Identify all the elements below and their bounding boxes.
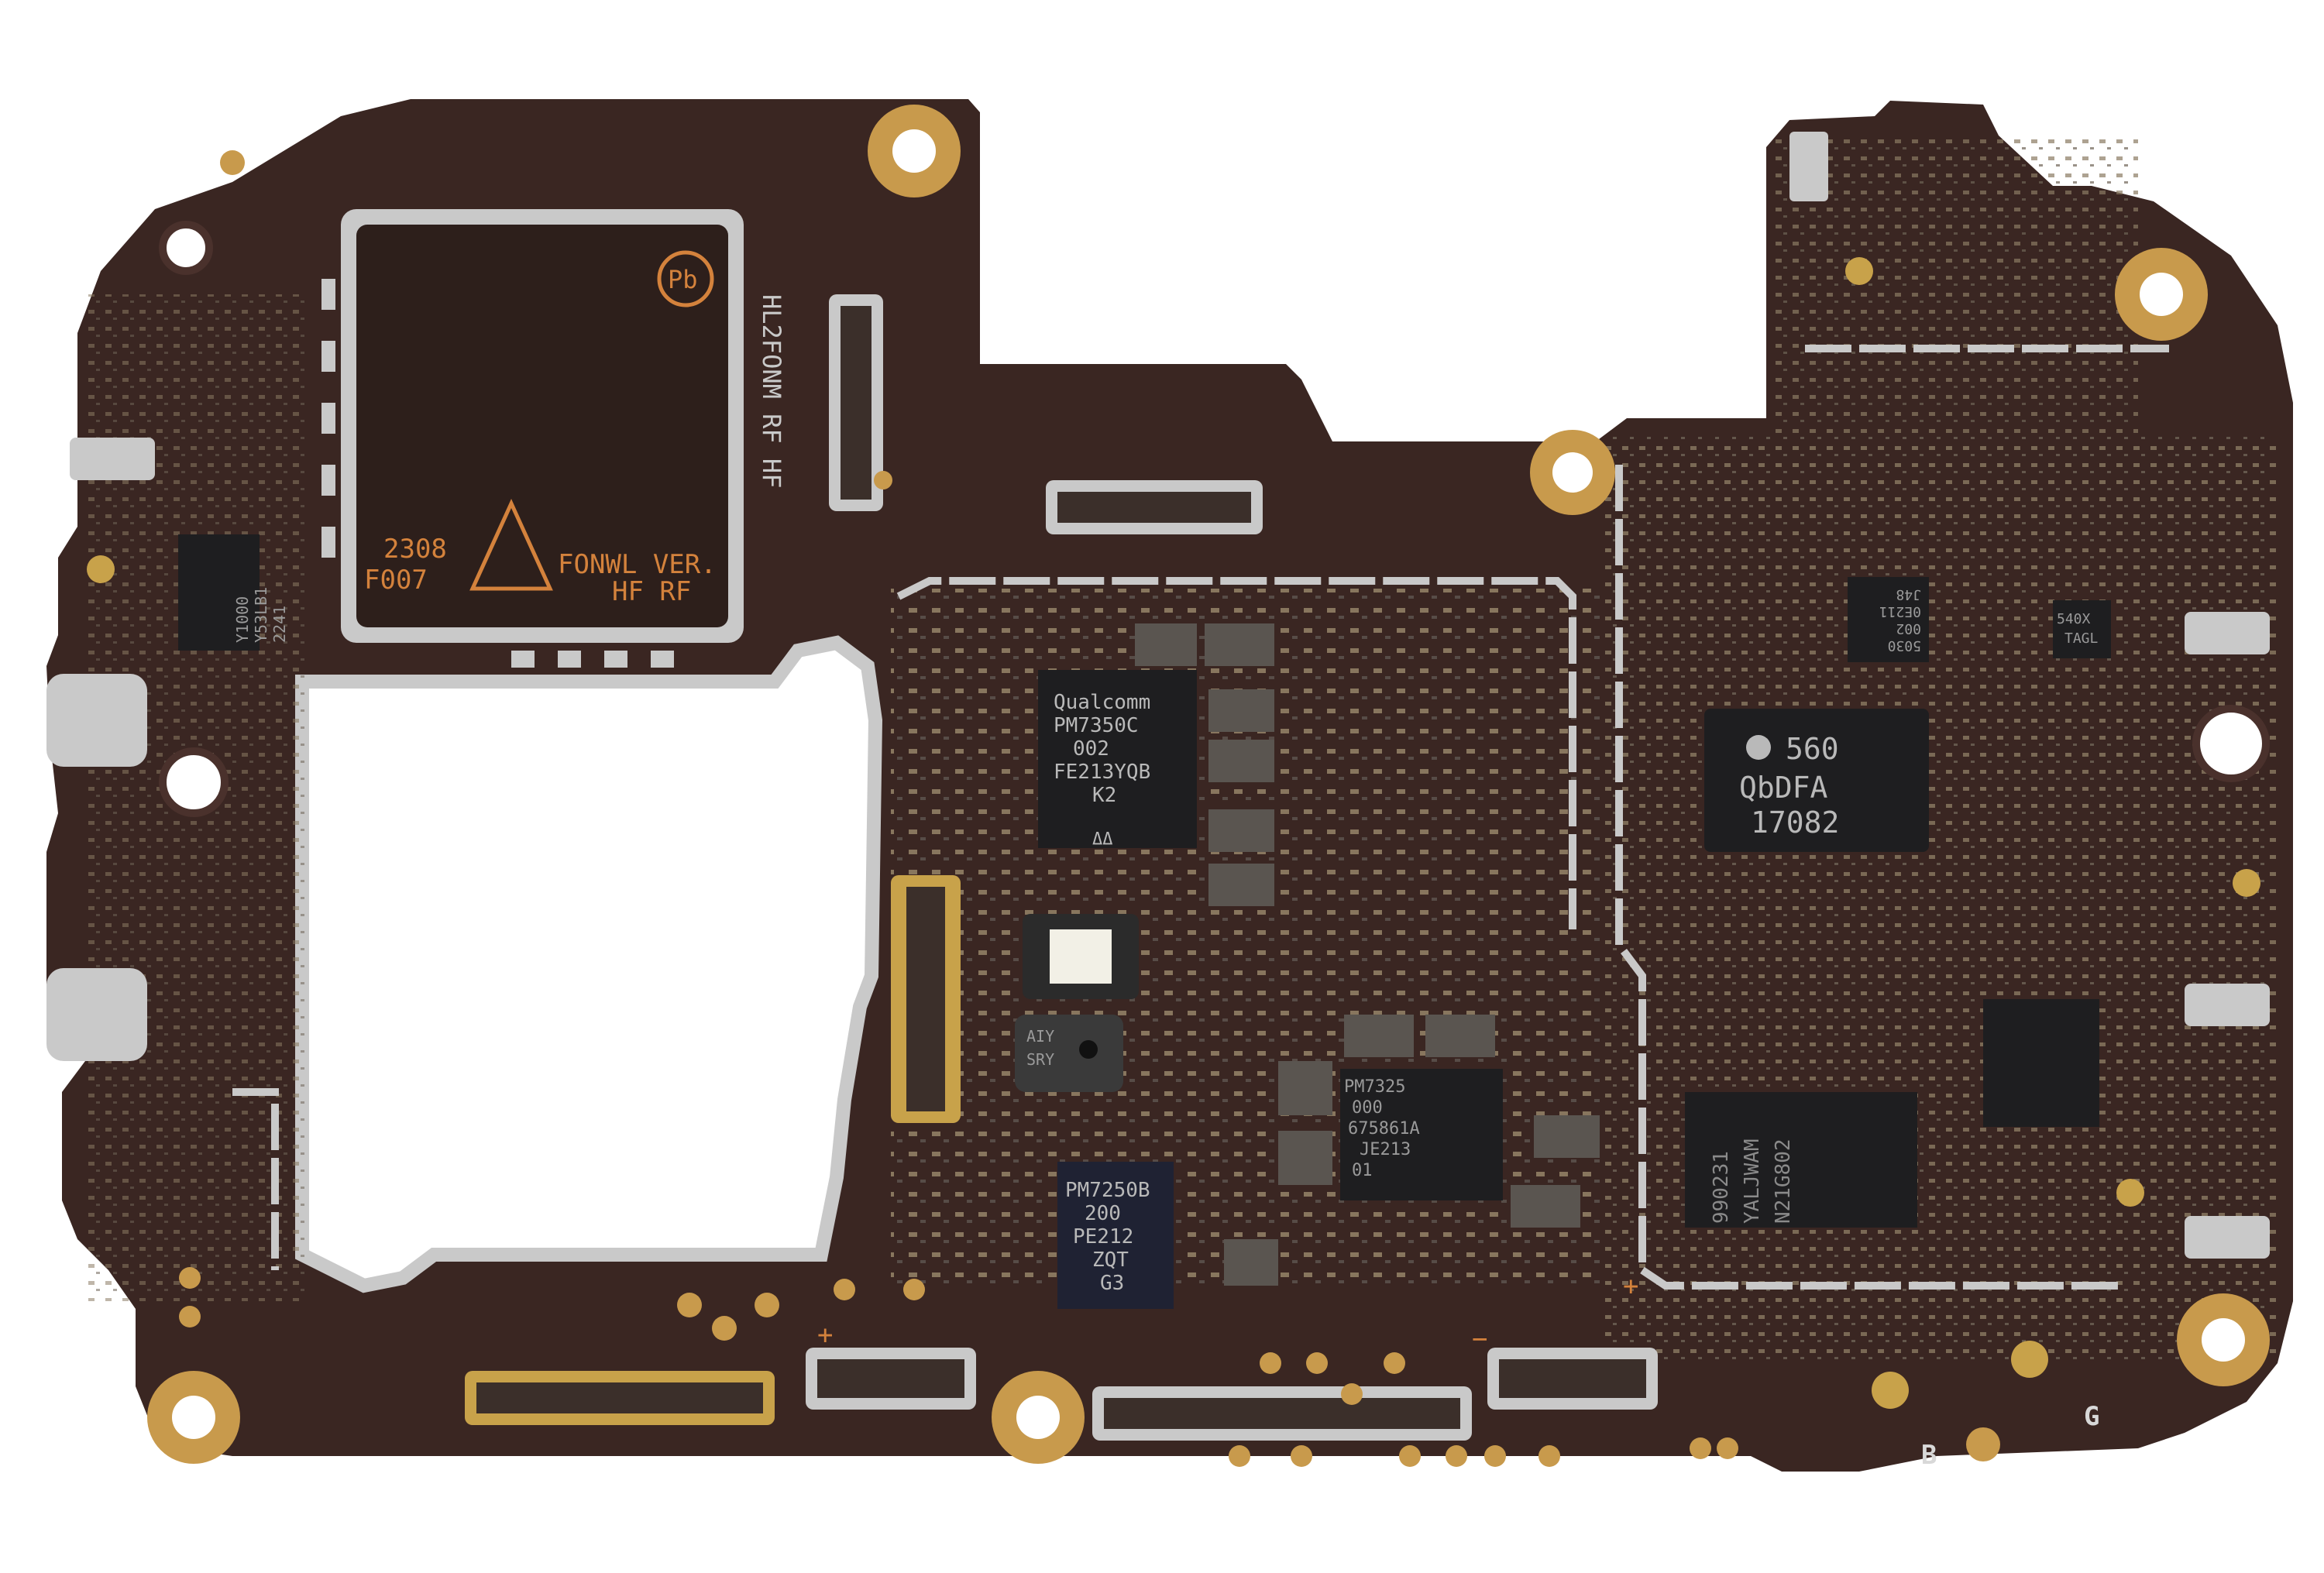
shield-sub-code: F007 (364, 565, 428, 596)
board-cutout (295, 635, 883, 1293)
svg-text:990231: 990231 (1710, 1151, 1733, 1224)
board-to-board-connector-display (1046, 480, 1263, 534)
shield-pads (321, 279, 674, 668)
svg-text:2241: 2241 (270, 606, 289, 643)
component-field-top-right (1774, 139, 2138, 434)
svg-text:YALJWAM: YALJWAM (1741, 1139, 1764, 1224)
svg-text:TAGL: TAGL (2064, 630, 2099, 647)
side-contacts (46, 132, 2270, 1259)
shield-vertical-label: HL2FONM RF HF (757, 294, 786, 488)
svg-text:FE213YQB: FE213YQB (1054, 761, 1150, 784)
pb-free-mark: Pb (668, 265, 698, 294)
svg-text:Y53LB1: Y53LB1 (252, 587, 270, 643)
svg-text:540X: 540X (2057, 611, 2091, 627)
svg-text:ZQT: ZQT (1092, 1248, 1129, 1272)
memory-chip: 990231 YALJWAM N21G802 (1685, 1092, 1917, 1228)
silk-marker-b: B (1921, 1440, 1937, 1471)
rf-coax-connectors (87, 257, 2260, 1409)
rf-shield-lid (356, 225, 728, 627)
svg-text:002: 002 (1896, 620, 1921, 637)
board-to-board-connector-bottom-left (465, 1371, 775, 1425)
board-to-board-connector-mid (891, 875, 961, 1123)
gold-test-pads (179, 150, 2000, 1467)
shield-code: 2308 (383, 534, 447, 565)
board-to-board-connector-bottom-center (1092, 1386, 1472, 1441)
pmic-left-chip: PM7250B 200 PE212 ZQT G3 (1057, 1162, 1174, 1309)
svg-text:000: 000 (1352, 1098, 1383, 1118)
svg-text:JE213: JE213 (1360, 1140, 1411, 1159)
svg-text:SRY: SRY (1026, 1050, 1054, 1069)
svg-text:560: 560 (1786, 732, 1839, 766)
svg-text:N21G802: N21G802 (1772, 1139, 1795, 1224)
board-to-board-connector-bottom-mid (806, 1348, 976, 1410)
flash-led (1023, 914, 1139, 999)
svg-text:01: 01 (1352, 1161, 1373, 1180)
svg-text:G3: G3 (1100, 1272, 1124, 1295)
shield-version-line1: FONWL VER. (558, 549, 717, 580)
pmic-center-chip: PM7325 000 675861A JE213 01 (1340, 1069, 1503, 1200)
pmic-main-chip: Qualcomm PM7350C 002 FE213YQB K2 ΔΔ (1038, 670, 1197, 849)
svg-text:K2: K2 (1092, 784, 1116, 807)
silk-marker-g: G (2084, 1401, 2099, 1432)
silk-marker-plus-2: + (1623, 1271, 1638, 1302)
svg-text:675861A: 675861A (1348, 1119, 1420, 1139)
svg-text:ΔΔ: ΔΔ (1092, 829, 1113, 849)
svg-text:J48: J48 (1896, 586, 1921, 603)
svg-text:PE212: PE212 (1073, 1225, 1133, 1248)
rf-transceiver-chip: 560 QbDFA 17082 (1704, 709, 1929, 852)
pb-free-icon (657, 250, 714, 307)
svg-text:17082: 17082 (1751, 805, 1839, 840)
board-to-board-connector-bottom-right (1487, 1348, 1658, 1410)
small-ic-1: 5030 002 0E211 J48 (1848, 577, 1929, 662)
svg-text:200: 200 (1085, 1202, 1121, 1225)
svg-text:QbDFA: QbDFA (1739, 771, 1828, 805)
power-inductors (1135, 623, 1600, 1286)
esd-warning-icon (469, 498, 553, 591)
board-to-board-connector-top (829, 294, 883, 511)
shield-version-line2: HF RF (612, 576, 691, 607)
shield-frame-center (896, 577, 1576, 929)
shield-frame-left (232, 1088, 279, 1270)
microphone: AIY SRY (1015, 1015, 1123, 1092)
silk-marker-plus-1: + (817, 1320, 833, 1351)
shield-frame-right (1615, 465, 2123, 1290)
svg-text:AIY: AIY (1026, 1027, 1054, 1046)
svg-text:5030: 5030 (1888, 637, 1921, 654)
svg-text:PM7250B: PM7250B (1065, 1179, 1150, 1202)
small-ic-left: Y1000 Y53LB1 2241 (178, 534, 289, 651)
svg-text:PM7325: PM7325 (1344, 1077, 1405, 1097)
silk-marker-minus: − (1472, 1324, 1487, 1355)
svg-text:Y1000: Y1000 (233, 596, 252, 643)
svg-text:002: 002 (1073, 737, 1109, 761)
svg-text:PM7350C: PM7350C (1054, 714, 1139, 737)
svg-text:Qualcomm: Qualcomm (1054, 691, 1150, 714)
small-ic-2: 540X TAGL (2053, 600, 2111, 658)
svg-text:0E211: 0E211 (1879, 603, 1921, 620)
memory-chip-side (1983, 999, 2099, 1127)
mounting-holes (147, 105, 2270, 1464)
